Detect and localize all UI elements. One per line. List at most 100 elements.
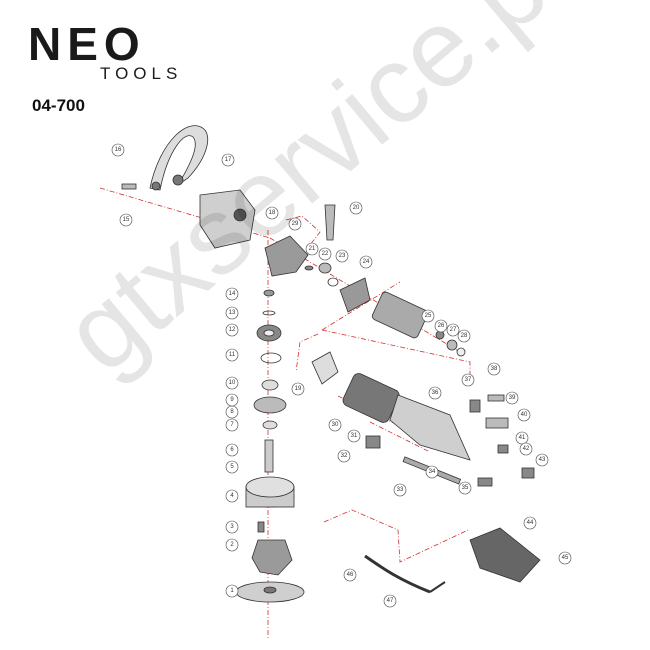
callout-part-45: 45 <box>558 551 572 565</box>
part-fan-baffle <box>311 351 339 385</box>
model-number: 04-700 <box>32 96 85 115</box>
callout-part-34: 34 <box>425 465 439 479</box>
callout-circle <box>225 520 239 534</box>
callout-label: 16 <box>115 147 122 153</box>
callout-part-35: 35 <box>458 481 472 495</box>
callout-label: 42 <box>523 446 530 452</box>
callout-circle <box>225 376 239 390</box>
callout-part-8: 8 <box>225 405 239 419</box>
callout-circle <box>225 538 239 552</box>
callout-label: 35 <box>462 485 469 491</box>
callout-label: 11 <box>229 352 236 358</box>
callout-part-40: 40 <box>517 408 531 422</box>
callout-circle <box>225 306 239 320</box>
callout-circle <box>225 584 239 598</box>
callout-label: 5 <box>230 464 234 470</box>
callout-circle <box>515 431 529 445</box>
callout-circle <box>421 309 435 323</box>
callout-part-6: 6 <box>225 443 239 457</box>
callout-label: 14 <box>229 291 236 297</box>
callout-part-44: 44 <box>523 516 537 530</box>
callout-circle <box>225 393 239 407</box>
callout-part-30: 30 <box>328 418 342 432</box>
callout-circle <box>425 465 439 479</box>
callout-label: 6 <box>230 447 234 453</box>
callout-label: 20 <box>353 205 360 211</box>
callout-label: 10 <box>229 380 236 386</box>
callout-circle <box>225 460 239 474</box>
callout-circle <box>519 442 533 456</box>
callout-circle <box>383 594 397 608</box>
callout-label: 27 <box>450 327 457 333</box>
callout-circle <box>225 489 239 503</box>
callout-part-29: 29 <box>288 217 302 231</box>
part-bearing-plate <box>264 235 309 277</box>
callout-circle <box>343 568 357 582</box>
callout-part-5: 5 <box>225 460 239 474</box>
callout-part-1: 1 <box>225 584 239 598</box>
callout-part-14: 14 <box>225 287 239 301</box>
callout-circle <box>119 213 133 227</box>
callout-part-42: 42 <box>519 442 533 456</box>
callout-part-32: 32 <box>337 449 351 463</box>
callout-circle <box>335 249 349 263</box>
callout-label: 3 <box>230 524 234 530</box>
callout-part-22: 22 <box>318 247 332 261</box>
part-armature <box>371 291 429 339</box>
callout-label: 34 <box>429 469 436 475</box>
callout-circle <box>505 391 519 405</box>
callout-label: 43 <box>539 457 546 463</box>
callout-label: 32 <box>341 453 348 459</box>
callout-part-4: 4 <box>225 489 239 503</box>
callout-circle <box>225 443 239 457</box>
part-shapes <box>121 125 541 603</box>
callout-circle <box>225 323 239 337</box>
callout-circle <box>558 551 572 565</box>
callout-label: 4 <box>230 493 234 499</box>
callout-label: 28 <box>461 333 468 339</box>
callout-circle <box>288 217 302 231</box>
callout-part-24: 24 <box>359 255 373 269</box>
callout-part-38: 38 <box>487 362 501 376</box>
callout-circle <box>446 323 460 337</box>
callout-label: 37 <box>465 377 472 383</box>
callout-part-19: 19 <box>291 382 305 396</box>
callout-circle <box>337 449 351 463</box>
callout-part-39: 39 <box>505 391 519 405</box>
callout-label: 23 <box>339 253 346 259</box>
callout-part-15: 15 <box>119 213 133 227</box>
callout-label: 38 <box>491 366 498 372</box>
callout-circle <box>359 255 373 269</box>
callout-label: 47 <box>387 598 394 604</box>
callout-label: 46 <box>347 572 354 578</box>
callout-circle <box>349 201 363 215</box>
callout-circle <box>434 319 448 333</box>
callout-label: 39 <box>509 395 516 401</box>
callout-label: 12 <box>229 327 236 333</box>
part-power-cable <box>364 554 431 594</box>
callout-label: 7 <box>230 422 234 428</box>
callout-label: 45 <box>562 555 569 561</box>
callout-label: 25 <box>425 313 432 319</box>
callout-part-3: 3 <box>225 520 239 534</box>
part-gear-housing <box>199 189 256 249</box>
callout-circle <box>523 516 537 530</box>
callout-circle <box>265 206 279 220</box>
callout-circle <box>221 153 235 167</box>
callout-part-43: 43 <box>535 453 549 467</box>
callout-part-13: 13 <box>225 306 239 320</box>
callout-circle <box>225 418 239 432</box>
callout-part-16: 16 <box>111 143 125 157</box>
callout-part-31: 31 <box>347 429 361 443</box>
callout-part-10: 10 <box>225 376 239 390</box>
callout-label: 41 <box>519 435 526 441</box>
callout-label: 30 <box>332 422 339 428</box>
callout-circle <box>487 362 501 376</box>
callout-label: 24 <box>363 259 370 265</box>
callout-circle <box>347 429 361 443</box>
callout-circle <box>457 329 471 343</box>
callout-label: 26 <box>438 323 445 329</box>
callout-label: 21 <box>309 246 316 252</box>
